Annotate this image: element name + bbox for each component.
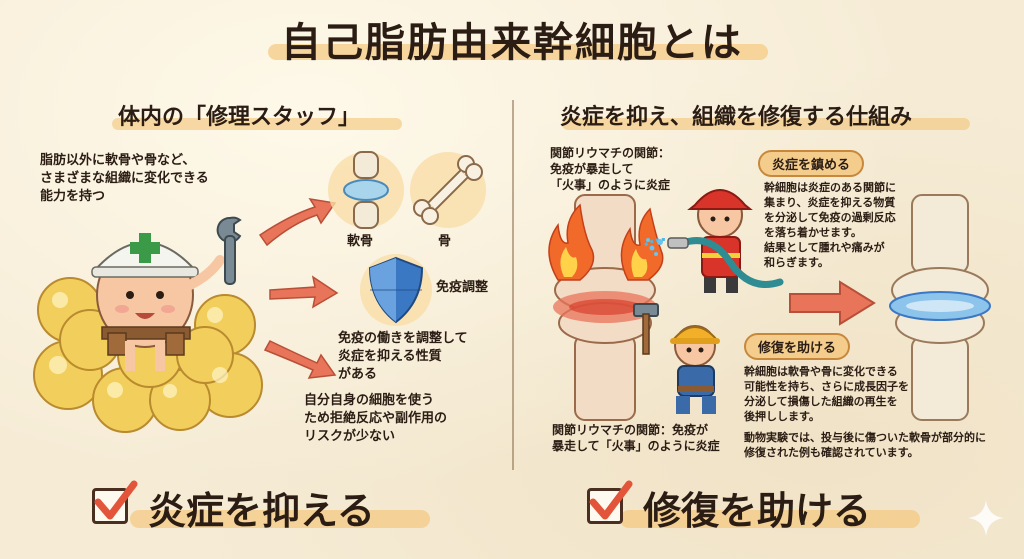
hose-icon	[646, 237, 784, 288]
sparkle-icon	[968, 500, 1004, 536]
ra-top-text: 関節リウマチの関節： 免疫が暴走して 「火事」のように炎症	[550, 146, 671, 192]
check-icon	[94, 480, 138, 520]
ra-bottom-text: 関節リウマチの関節：免疫が 暴走して「火事」のように炎症	[552, 423, 720, 453]
section-divider	[512, 100, 514, 470]
left-heading: 体内の「修理スタッフ」	[118, 105, 361, 130]
animal-study-text: 動物実験では、投与後に傷ついた軟骨が部分的に 修復された例も確認されています。	[744, 431, 986, 459]
right-heading-highlight	[562, 118, 970, 130]
bone-label: 骨	[438, 234, 452, 249]
healing-arrow-icon	[789, 280, 876, 326]
bone-icon	[410, 152, 486, 228]
left-intro-text: 脂肪以外に軟骨や骨など、 さまざまな組織に変化できる 能力を持つ	[40, 153, 209, 204]
flame-icon	[548, 203, 664, 281]
left-heading-highlight	[112, 118, 402, 130]
shield-icon	[360, 254, 432, 326]
left-arrows	[258, 197, 339, 379]
wrench-icon	[216, 216, 242, 285]
bottom-right-label: 修復を助ける	[643, 489, 872, 533]
repair-pill: 修復を助ける	[744, 333, 851, 360]
right-heading: 炎症を抑え、組織を修復する仕組み	[560, 105, 913, 130]
calm-inflammation-text: 幹細胞は炎症のある関節に 集まり、炎症を抑える物質 を分泌して免疫の過剰反応 を…	[764, 181, 896, 269]
cartilage-label: 軟骨	[347, 234, 374, 249]
bottom-left-highlight	[130, 510, 430, 528]
healthy-joint	[889, 194, 991, 421]
immune-label: 免疫調整	[436, 280, 489, 295]
calm-inflammation-pill: 炎症を鎮める	[758, 150, 865, 177]
bottom-left-label: 炎症を抑える	[148, 489, 375, 533]
cartilage-icon	[328, 151, 404, 229]
autologous-text: 自分自身の細胞を使う ため拒絶反応や副作用の リスクが少ない	[304, 393, 448, 444]
check-icon	[589, 480, 633, 520]
repair-text: 幹細胞は軟骨や骨に変化できる 可能性を持ち、さらに成長因子を 分泌して損傷した組…	[744, 365, 909, 423]
title-highlight	[268, 44, 768, 60]
immune-text: 免疫の働きを調整して 炎症を抑える性質 がある	[338, 331, 468, 382]
page-title: 自己脂肪由来幹細胞とは	[281, 20, 743, 66]
fat-cell-cluster	[33, 233, 263, 433]
repair-worker-character	[670, 325, 720, 414]
hammer-icon	[633, 303, 659, 355]
bottom-right-highlight	[620, 510, 920, 528]
